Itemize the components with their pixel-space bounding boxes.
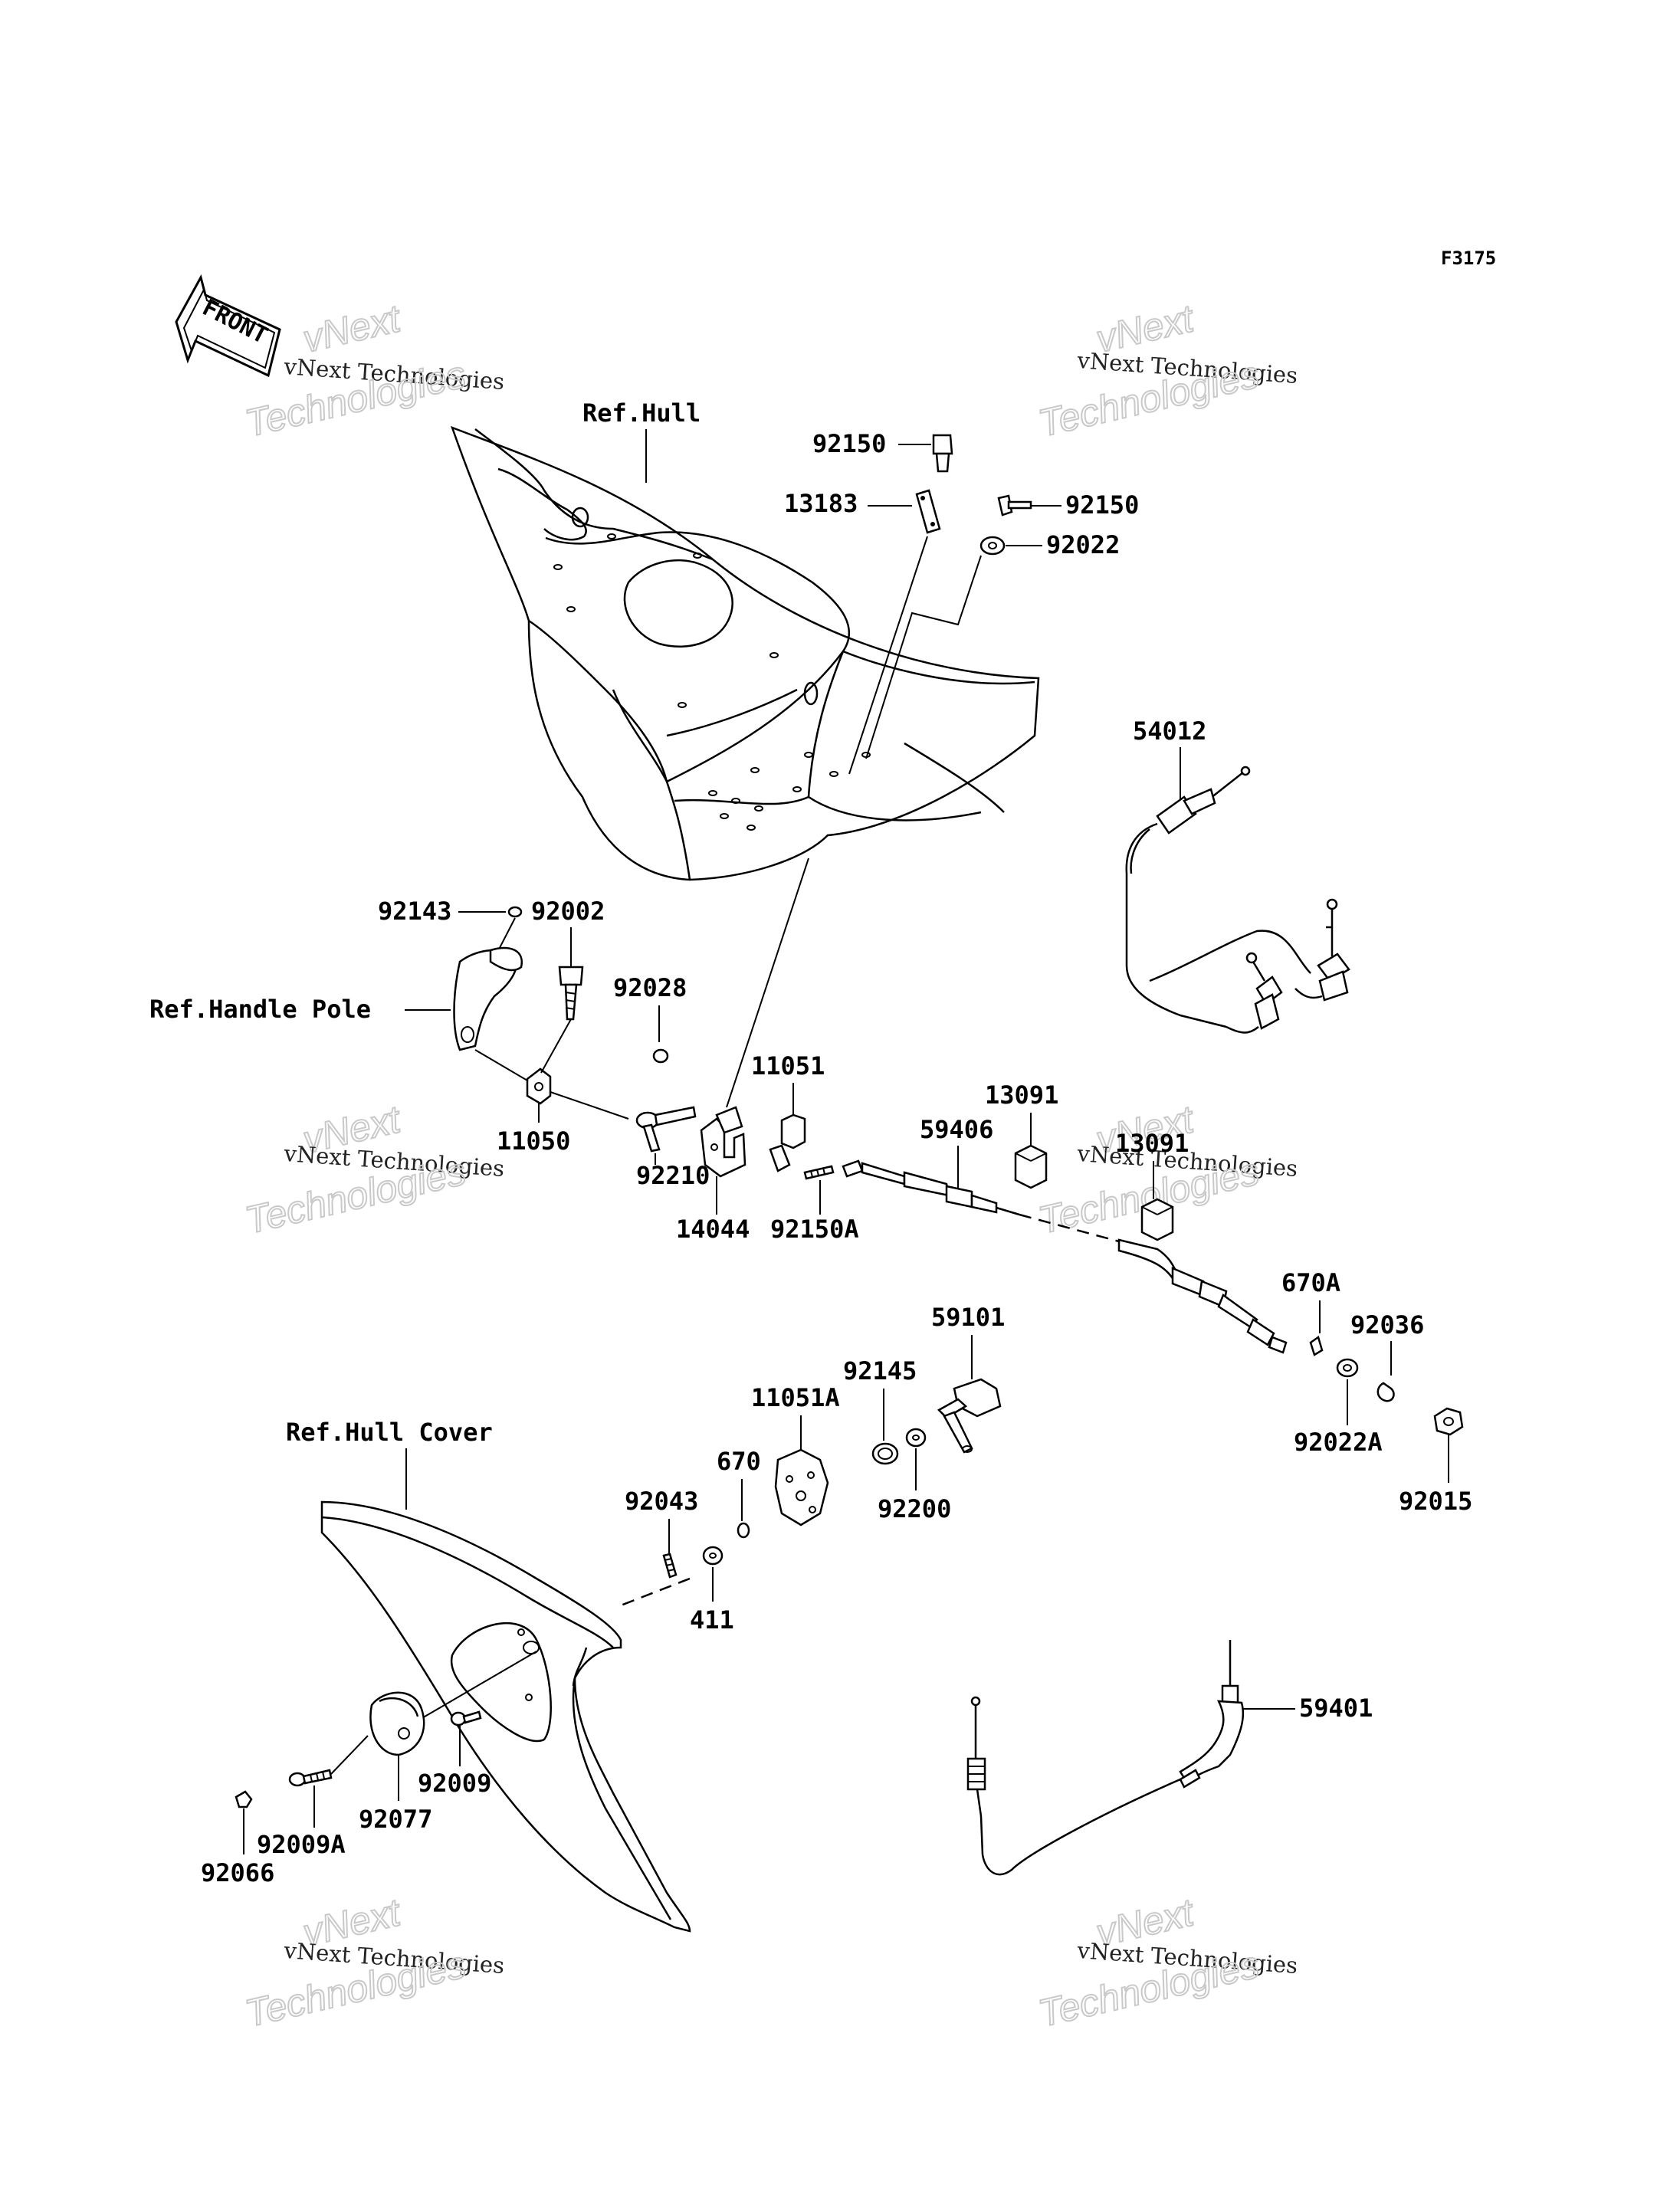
- plate-13183: [915, 489, 941, 534]
- bushing-92145: [871, 1442, 899, 1465]
- cable-59401: [966, 1640, 1245, 1876]
- part-label-670: 670: [717, 1447, 761, 1476]
- washer-411: [702, 1546, 724, 1566]
- watermark-1: vNext vNext Technologies Technologies: [241, 296, 505, 446]
- part-label-54012: 54012: [1133, 716, 1206, 746]
- cable-59406-end: [1117, 1238, 1288, 1354]
- part-label-92022: 92022: [1046, 530, 1120, 559]
- part-label-92066: 92066: [201, 1858, 274, 1887]
- assembly-line: [726, 857, 809, 1108]
- cable-59406: [842, 1159, 1020, 1216]
- part-label-92009: 92009: [418, 1769, 491, 1798]
- nut-92015: [1433, 1407, 1464, 1436]
- front-arrow-icon: FRONT: [175, 274, 281, 378]
- part-label-59401: 59401: [1299, 1694, 1373, 1723]
- washer-92022: [979, 536, 1006, 556]
- cap-92066: [235, 1790, 253, 1808]
- screw-92009A: [288, 1769, 333, 1787]
- watermark-3: vNext vNext Technologies Technologies: [241, 1097, 505, 1243]
- part-label-92002: 92002: [531, 897, 605, 926]
- assembly-line: [1019, 1213, 1120, 1243]
- bracket-handle-pole: [453, 946, 523, 1051]
- part-label-92077: 92077: [359, 1805, 432, 1834]
- rod-end-92210: [635, 1106, 697, 1153]
- part-label-411: 411: [690, 1605, 734, 1635]
- screw-92009: [450, 1710, 482, 1726]
- part-label-92043: 92043: [625, 1487, 698, 1516]
- ref-handle-pole-label: Ref.Handle Pole: [149, 995, 371, 1024]
- part-label-92150-b: 92150: [1065, 490, 1139, 520]
- part-label-11050: 11050: [497, 1126, 570, 1156]
- bolt-92150-top: [932, 434, 953, 473]
- part-label-92036: 92036: [1350, 1310, 1424, 1340]
- part-label-670A: 670A: [1281, 1268, 1340, 1297]
- part-label-92200: 92200: [878, 1494, 951, 1523]
- bolt-92150-right: [997, 494, 1032, 516]
- clip-670: [737, 1522, 750, 1539]
- part-label-92022A: 92022A: [1294, 1428, 1383, 1457]
- cable-54012: [1125, 766, 1350, 1034]
- part-label-92210: 92210: [636, 1161, 710, 1190]
- clip-11051: [769, 1113, 806, 1172]
- part-label-13091-b: 13091: [1115, 1129, 1189, 1158]
- watermark-brand: vNext: [299, 297, 405, 361]
- ref-hull-cover-label: Ref.Hull Cover: [286, 1418, 493, 1447]
- clip-670A: [1309, 1335, 1324, 1356]
- assembly-line: [848, 536, 928, 775]
- pin-92143: [507, 906, 523, 918]
- nut-92028: [652, 1048, 669, 1064]
- part-label-92028: 92028: [613, 973, 687, 1002]
- bracket-14044: [700, 1106, 746, 1178]
- part-label-92145: 92145: [843, 1356, 917, 1385]
- lever-59101: [937, 1378, 1002, 1454]
- part-label-11051A: 11051A: [751, 1383, 840, 1412]
- part-label-13183: 13183: [784, 489, 858, 518]
- part-label-11051: 11051: [751, 1051, 825, 1080]
- part-label-92150A: 92150A: [770, 1215, 859, 1244]
- washer-92200: [905, 1428, 927, 1448]
- hull-drawing: [450, 425, 1040, 881]
- part-label-14044: 14044: [676, 1215, 750, 1244]
- part-label-92015: 92015: [1399, 1487, 1472, 1516]
- clamp-11050: [526, 1067, 552, 1105]
- grommet-13091-a: [1014, 1144, 1048, 1189]
- bracket-11051A: [774, 1448, 829, 1526]
- part-label-13091-a: 13091: [985, 1080, 1058, 1110]
- diagram-code: F3175: [1441, 248, 1496, 269]
- part-label-92150: 92150: [812, 429, 886, 458]
- washer-92022A: [1336, 1358, 1359, 1378]
- ref-hull-label: Ref.Hull: [582, 398, 701, 428]
- clip-92036: [1376, 1382, 1395, 1402]
- part-label-59406: 59406: [920, 1115, 993, 1144]
- bolt-92002: [558, 966, 584, 1021]
- watermark-5: vNext vNext Technologies Technologies: [241, 1890, 505, 2036]
- assembly-line: [620, 1577, 691, 1607]
- assembly-line: [330, 1735, 369, 1775]
- watermark-6: vNext vNext Technologies Technologies: [1034, 1890, 1298, 2036]
- knob-92077: [369, 1691, 425, 1756]
- assembly-line: [865, 555, 982, 759]
- screw-92150A: [803, 1165, 835, 1180]
- watermark-2: vNext vNext Technologies Technologies: [1034, 296, 1298, 446]
- part-label-59101: 59101: [931, 1303, 1005, 1332]
- part-label-92143: 92143: [378, 897, 451, 926]
- pin-92043: [662, 1553, 678, 1579]
- grommet-13091-b: [1140, 1198, 1174, 1241]
- part-label-92009A: 92009A: [257, 1830, 346, 1859]
